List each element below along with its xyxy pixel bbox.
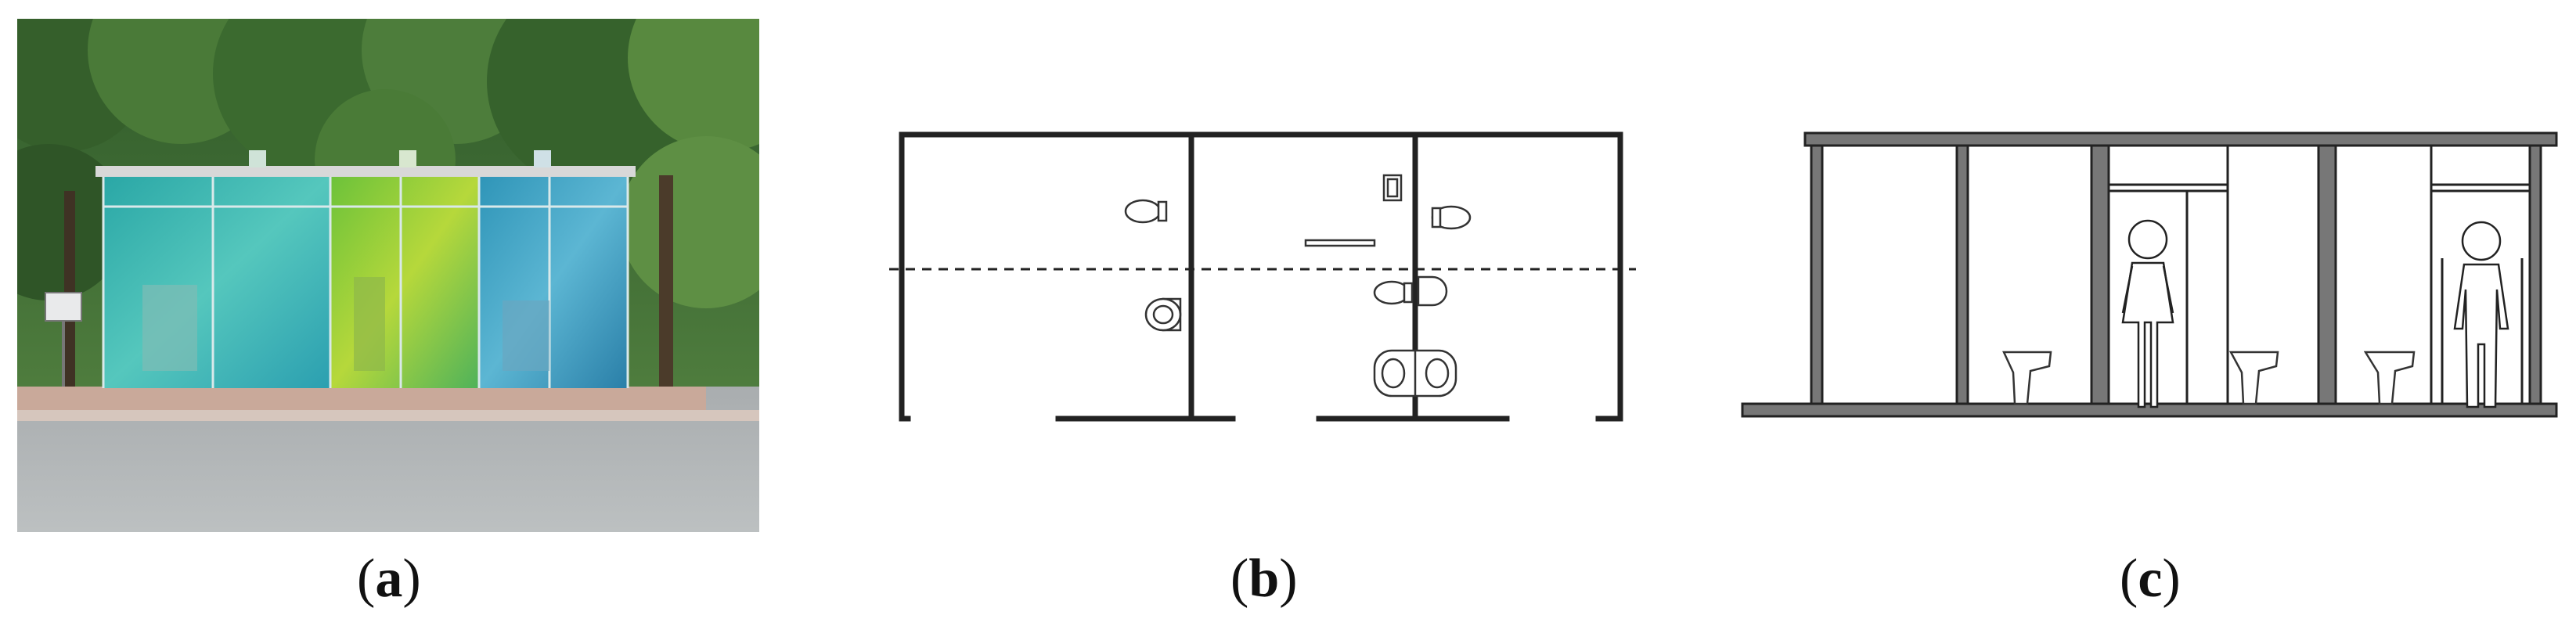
photo-panel: [17, 19, 759, 532]
toilet-icon: [1144, 297, 1182, 332]
cyan-glass-cubicle: [103, 177, 330, 388]
green-glass-cubicle: [330, 177, 479, 388]
mullions: [102, 177, 629, 388]
restroom-photo: [17, 19, 759, 532]
caption-close-paren: ): [2162, 549, 2181, 609]
woman-icon: [2121, 219, 2174, 408]
interior-fixture: [142, 285, 197, 371]
roof-slab: [95, 166, 636, 177]
sink-icon: [1373, 349, 1457, 398]
vent-box: [399, 150, 416, 167]
man-icon: [2453, 221, 2509, 408]
caption-b: (b): [1230, 548, 1298, 610]
section-fixtures: [2002, 351, 2416, 405]
caption-letter: a: [375, 549, 403, 609]
counter-icon: [1304, 239, 1376, 247]
section-panel: [1730, 117, 2567, 430]
plan-fixtures: [1124, 174, 1472, 398]
caption-letter: b: [1248, 549, 1280, 609]
sink-icon: [1417, 275, 1448, 307]
interior-fixture: [503, 300, 549, 371]
interior-fixture: [354, 277, 385, 371]
urinal-icon: [1431, 205, 1472, 230]
caption-open-paren: (: [357, 549, 376, 609]
vent-box: [534, 150, 551, 167]
section-drawing: [1741, 131, 2558, 418]
caption-open-paren: (: [2120, 549, 2138, 609]
toilet-icon: [1373, 280, 1414, 305]
toilet-icon: [2363, 351, 2416, 405]
caption-a: (a): [357, 548, 421, 610]
section-openings: [2109, 146, 2530, 404]
plan-walls: [899, 131, 1623, 422]
caption-c: (c): [2120, 548, 2181, 610]
curb: [17, 410, 759, 421]
toilet-icon: [2002, 351, 2052, 405]
blue-glass-cubicle: [479, 177, 628, 388]
floor-plan: [889, 131, 1636, 422]
caption-close-paren: ): [1279, 549, 1298, 609]
info-sign: [45, 292, 82, 322]
caption-letter: c: [2138, 549, 2163, 609]
caption-open-paren: (: [1230, 549, 1249, 609]
toilet-icon: [2228, 351, 2279, 405]
mirror-icon: [1382, 174, 1403, 202]
tree-trunk: [659, 175, 673, 394]
urinal-icon: [1124, 199, 1168, 224]
section-structure: [1741, 131, 2558, 418]
caption-close-paren: ): [402, 549, 421, 609]
vent-box: [249, 150, 266, 167]
floor-plan-panel: [884, 125, 1636, 430]
